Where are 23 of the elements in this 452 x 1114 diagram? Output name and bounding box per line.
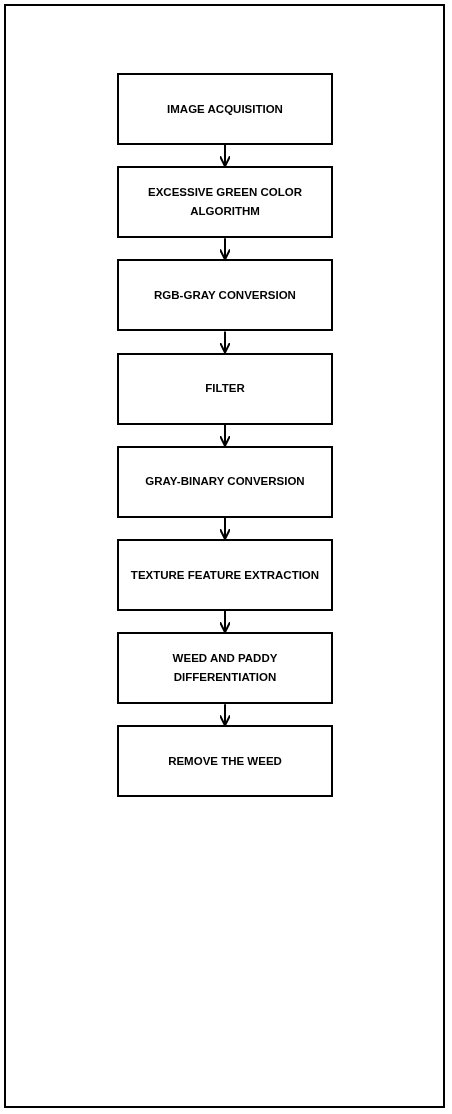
- arrow: [219, 423, 231, 447]
- process-box: [117, 725, 333, 798]
- step-label: GRAY-BINARY CONVERSION: [145, 474, 305, 490]
- step-label: REMOVE THE WEED: [168, 753, 282, 769]
- step-label: TEXTURE FEATURE EXTRACTION: [130, 567, 320, 583]
- process-box: [117, 73, 333, 145]
- step-label: EXCESSIVE GREEN COLOR ALGORITHM: [147, 185, 303, 220]
- step-label: WEED AND PADDY DIFFERENTIATION: [171, 651, 279, 686]
- process-box: [117, 445, 333, 518]
- arrow: [219, 703, 231, 727]
- step-label: IMAGE ACQUISITION: [167, 101, 283, 117]
- arrow: [219, 237, 231, 261]
- step-label: RGB-GRAY CONVERSION: [154, 287, 296, 303]
- process-box: [117, 352, 333, 425]
- arrow: [219, 516, 231, 540]
- process-box: [117, 539, 333, 611]
- process-box: [117, 632, 333, 705]
- arrow: [219, 330, 231, 354]
- process-box: [117, 259, 333, 332]
- arrow: [219, 144, 231, 168]
- process-box: [117, 166, 333, 239]
- arrow: [219, 610, 231, 634]
- step-label: FILTER: [205, 381, 245, 397]
